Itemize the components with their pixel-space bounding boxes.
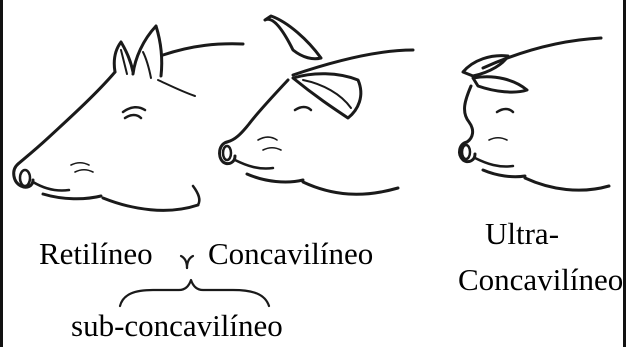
label-ultra-line2: Concavilíneo [458,262,624,297]
pig-head-retilineo [12,24,245,212]
pig-head-ultra-concavilineo [458,36,611,192]
label-retilineo: Retilíneo [39,236,153,271]
pig-head-concavilineo [218,14,415,196]
grouping-brace [118,254,271,308]
pig-head-drawings [12,14,611,308]
label-sub-concavilineo: sub-concavilíneo [71,308,283,343]
label-ultra-line1: Ultra- [485,216,560,251]
label-concavilineo: Concavilíneo [208,236,374,271]
